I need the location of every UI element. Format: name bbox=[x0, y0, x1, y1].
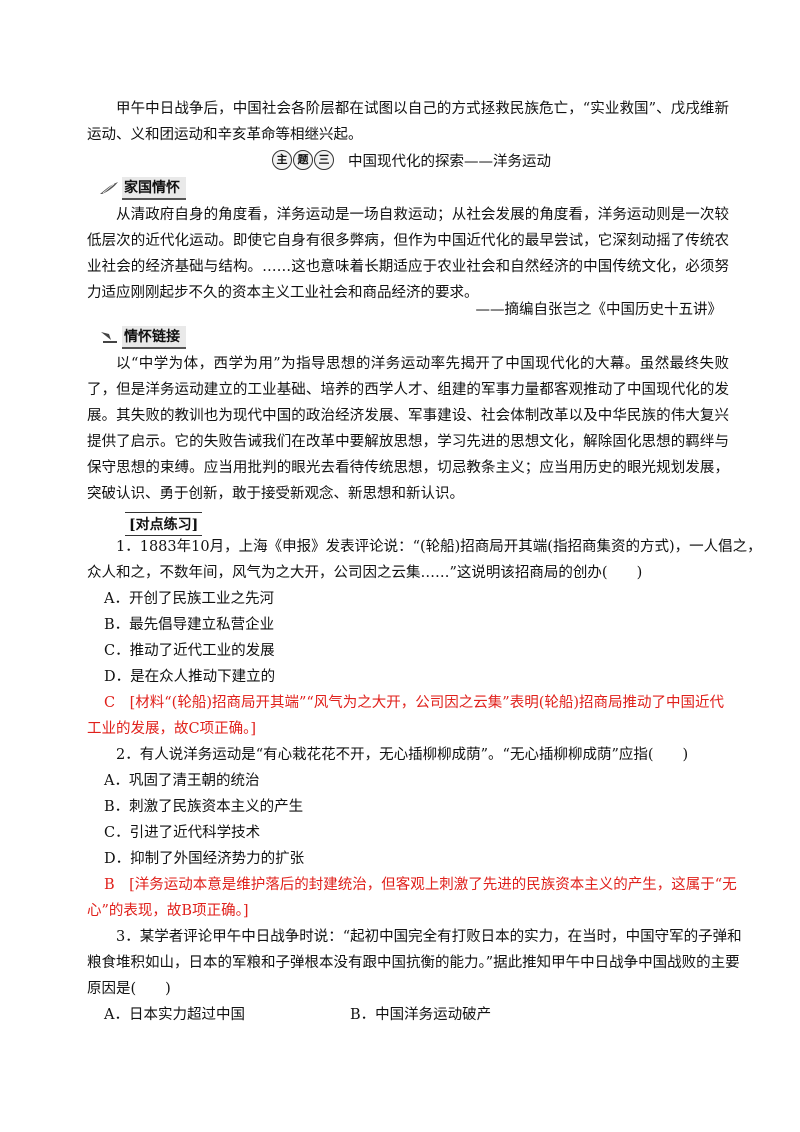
q3-line3: 原因是( ) bbox=[87, 981, 171, 997]
jiaguo-label: 家国情怀 bbox=[122, 176, 186, 200]
q2-answer-line1: B [洋务运动本意是维护落后的封建统治，但客观上刺激了先进的民族资本主义的产生，… bbox=[104, 877, 737, 893]
q3-line1: 3．某学者评论甲午中日战争时说：“起初中国完全有打败日本的实力，在当时，中国守军… bbox=[116, 929, 742, 945]
q1-line1: 1．1883年10月，上海《申报》发表评论说：“(轮船)招商局开其端(指招商集资… bbox=[116, 539, 762, 555]
link-tag: 情怀链接 bbox=[99, 325, 186, 349]
topic-badge: 主 题 三 bbox=[272, 150, 334, 170]
q2-line1: 2．有人说洋务运动是“有心栽花花不开，无心插柳柳成荫”。“无心插柳柳成荫”应指(… bbox=[116, 747, 689, 763]
q1-line2: 众人和之，不数年间，风气为之大开，公司因之云集……”这说明该招商局的创办( ) bbox=[87, 565, 643, 581]
q2-option-c: C．引进了近代科学技术 bbox=[104, 825, 261, 841]
q1-option-b: B．最先倡导建立私营企业 bbox=[104, 617, 275, 633]
section-title: 中国现代化的探索——洋务运动 bbox=[348, 153, 551, 170]
link-paragraph: 以“中学为体，西学为用”为指导思想的洋务运动率先揭开了中国现代化的大幕。虽然最终… bbox=[87, 356, 729, 502]
jiaguo-source: ——摘编自张岂之《中国历史十五讲》 bbox=[475, 302, 723, 318]
q2-option-d: D．抑制了外国经济势力的扩张 bbox=[104, 851, 305, 867]
feather-icon bbox=[100, 182, 118, 194]
jiaguo-tag: 家国情怀 bbox=[99, 176, 186, 200]
practice-label: 对点练习 bbox=[125, 512, 203, 536]
q2-answer-line2: 心”的表现，故B项正确。] bbox=[87, 903, 249, 919]
q2-option-b: B．刺激了民族资本主义的产生 bbox=[104, 799, 304, 815]
jiaguo-paragraph: 从清政府自身的角度看，洋务运动是一场自救运动；从社会发展的角度看，洋务运动则是一… bbox=[87, 207, 729, 301]
badge-char: 题 bbox=[293, 150, 313, 170]
section-heading: 主 题 三 中国现代化的探索——洋务运动 bbox=[272, 147, 551, 173]
link-label: 情怀链接 bbox=[122, 325, 186, 349]
badge-char: 三 bbox=[314, 150, 334, 170]
q1-answer-line2: 工业的发展，故C项正确。] bbox=[87, 721, 257, 737]
q1-option-c: C．推动了近代工业的发展 bbox=[104, 643, 275, 659]
intro-paragraph: 甲午中日战争后，中国社会各阶层都在试图以自己的方式拯救民族危亡，“实业救国”、戊… bbox=[87, 101, 729, 143]
badge-char: 主 bbox=[272, 150, 292, 170]
q1-option-a: A．开创了民族工业之先河 bbox=[104, 591, 274, 607]
q3-option-a: A．日本实力超过中国 bbox=[104, 1007, 245, 1023]
q1-answer-line1: C [材料“(轮船)招商局开其端”“风气为之大开，公司因之云集”表明(轮船)招商… bbox=[104, 695, 725, 711]
q1-option-d: D．是在众人推动下建立的 bbox=[104, 669, 276, 685]
q2-option-a: A．巩固了清王朝的统治 bbox=[104, 773, 260, 789]
q3-line2: 粮食堆积如山，日本的军粮和子弹根本没有跟中国抗衡的能力。”据此推知甲午中日战争中… bbox=[87, 955, 740, 971]
arrow-icon bbox=[101, 332, 117, 343]
q3-option-b: B．中国洋务运动破产 bbox=[350, 1007, 492, 1023]
